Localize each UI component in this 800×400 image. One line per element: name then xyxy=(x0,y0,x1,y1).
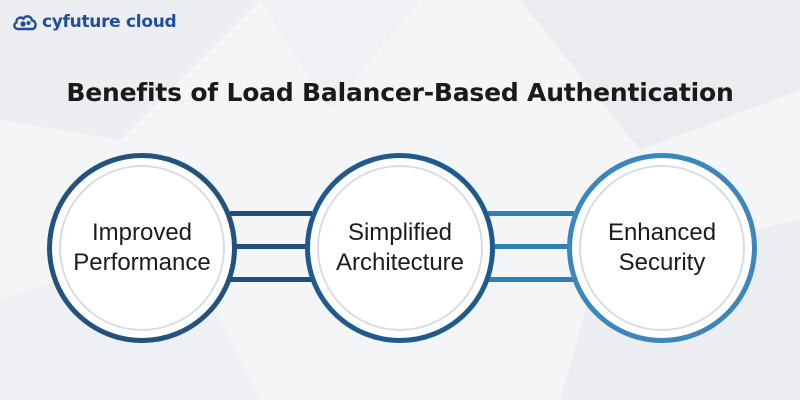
benefit-label-line2: Security xyxy=(618,249,706,276)
cloud-logo-icon xyxy=(13,15,37,31)
benefit-circle-security: Enhanced Security xyxy=(567,153,757,343)
connector-line xyxy=(230,277,312,282)
page-title: Benefits of Load Balancer-Based Authenti… xyxy=(66,78,734,107)
connector-line xyxy=(488,244,574,249)
connector-line xyxy=(488,211,574,216)
connector-line xyxy=(488,277,574,282)
logo-text: cyfuture cloud xyxy=(42,12,177,32)
benefit-label-line1: Simplified xyxy=(347,219,453,246)
benefit-label-line2: Performance xyxy=(73,249,211,276)
connector-line xyxy=(230,211,312,216)
connector-line xyxy=(230,244,312,249)
brand-logo: cyfuture cloud xyxy=(12,8,177,36)
benefit-label-line2: Architecture xyxy=(335,249,465,276)
benefit-label-line1: Enhanced xyxy=(607,219,717,246)
benefit-circle-performance: Improved Performance xyxy=(47,153,237,343)
benefit-label-line1: Improved xyxy=(91,219,193,246)
benefit-circle-architecture: Simplified Architecture xyxy=(305,153,495,343)
